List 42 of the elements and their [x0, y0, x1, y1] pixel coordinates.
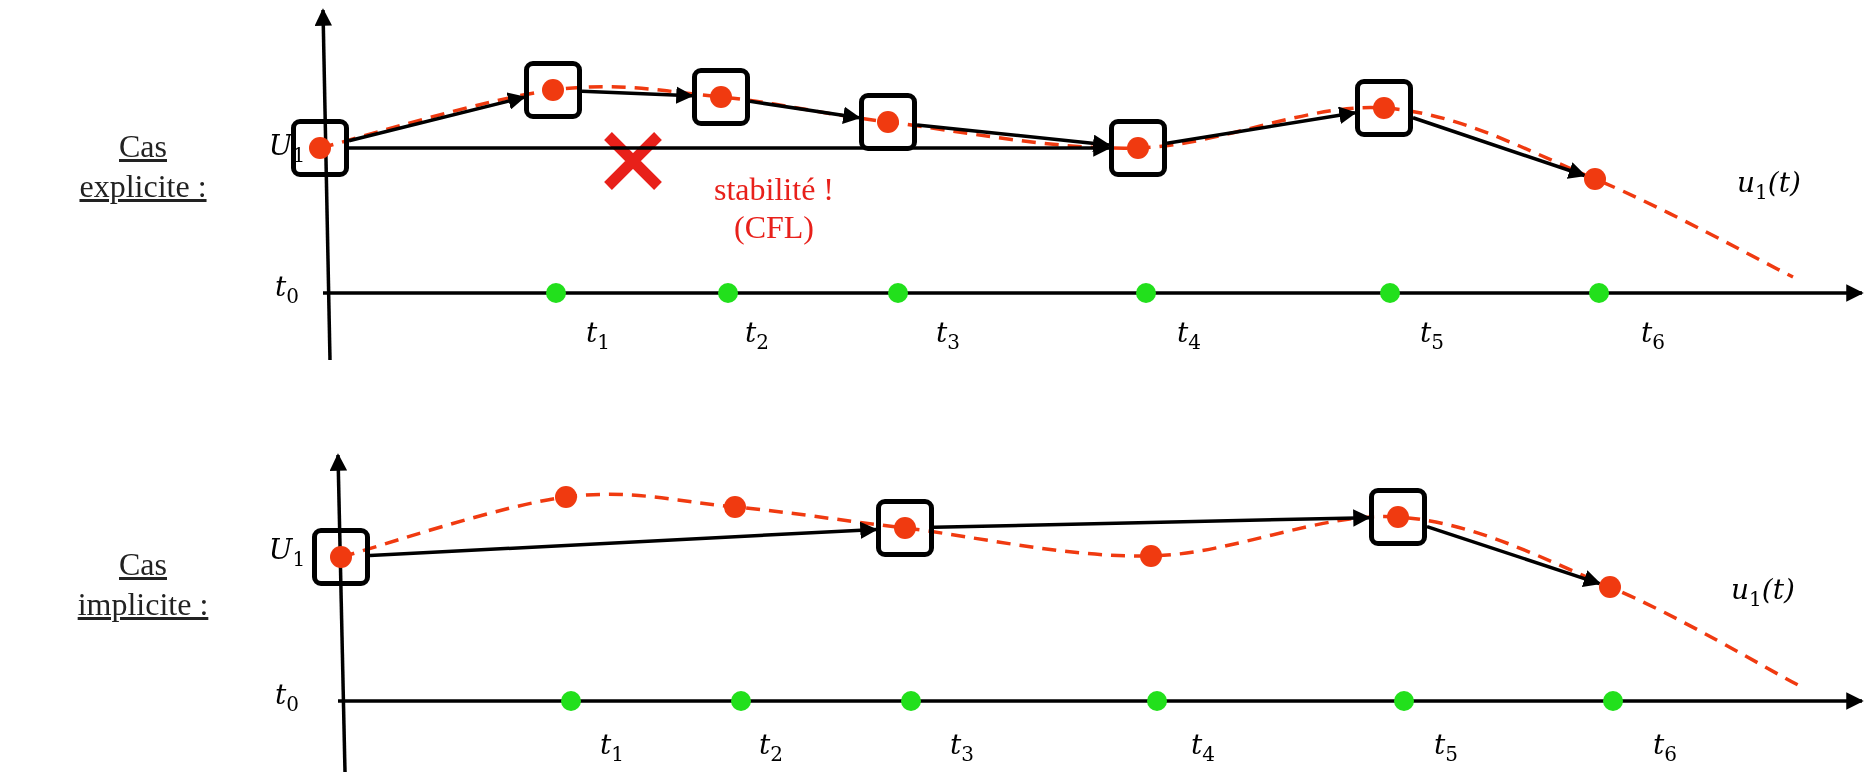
data-point — [1599, 576, 1621, 598]
time-label: t$_{0}$ — [275, 270, 299, 308]
point-marker-box — [291, 119, 349, 177]
point-marker-box — [1369, 488, 1427, 546]
arrow — [933, 509, 1371, 530]
time-label: t$_{6}$ — [1641, 316, 1665, 354]
arrow — [348, 92, 526, 143]
arrow — [1412, 116, 1587, 179]
time-label: t$_{6}$ — [1653, 728, 1677, 766]
warning-text: (CFL) — [734, 208, 814, 246]
warning-text: stabilité ! — [714, 170, 834, 208]
curve-label: u$_{1}$(t) — [1731, 573, 1795, 611]
time-label: t$_{4}$ — [1191, 728, 1215, 766]
time-label: t$_{3}$ — [950, 728, 974, 766]
point-marker-box — [1355, 79, 1413, 137]
curve-label: u$_{1}$(t) — [1737, 166, 1801, 204]
arrow — [581, 86, 694, 104]
time-label: t$_{2}$ — [759, 728, 783, 766]
point-marker-box — [692, 68, 750, 126]
arrow — [1426, 524, 1602, 587]
time-label: t$_{5}$ — [1434, 728, 1458, 766]
point-marker-box — [524, 61, 582, 119]
time-label: t$_{2}$ — [745, 316, 769, 354]
point-marker-box — [859, 93, 917, 151]
section-heading: Cas implicite : — [76, 545, 210, 624]
arrow — [349, 139, 1111, 157]
arrow — [749, 99, 861, 124]
time-label: t$_{4}$ — [1177, 316, 1201, 354]
arrow — [1166, 106, 1357, 145]
time-label: t$_{3}$ — [936, 316, 960, 354]
arrow — [916, 123, 1111, 153]
data-point — [1584, 168, 1606, 190]
point-marker-box — [876, 499, 934, 557]
time-label: t$_{1}$ — [586, 316, 610, 354]
time-label: t$_{1}$ — [600, 728, 624, 766]
point-marker-box — [1109, 119, 1167, 177]
section-heading: Cas explicite : — [78, 127, 208, 206]
time-label: t$_{5}$ — [1420, 316, 1444, 354]
arrow — [369, 521, 878, 558]
value-label: U$_{1}$ — [268, 533, 306, 571]
time-label: t$_{0}$ — [275, 678, 299, 716]
point-marker-box — [312, 528, 370, 586]
